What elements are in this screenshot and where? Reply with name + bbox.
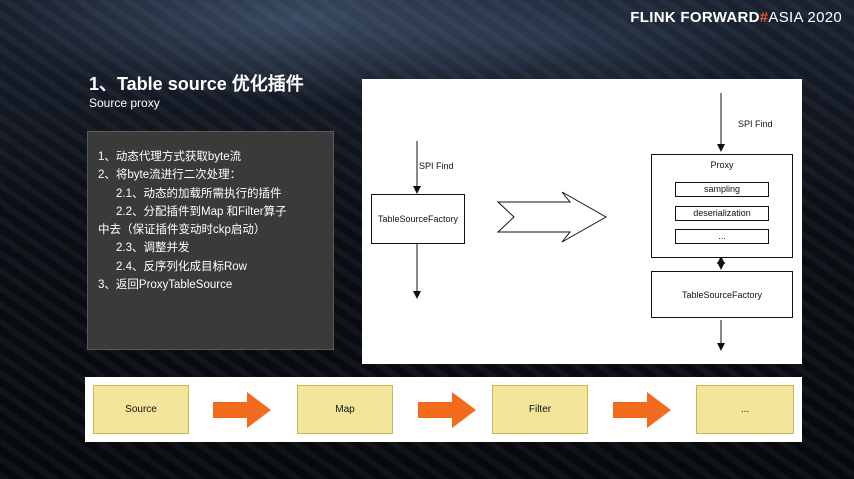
proxy-item-ellipsis: ... [675,229,769,244]
slide-subtitle: Source proxy [89,96,160,110]
left-factory-box: TableSourceFactory [371,194,465,244]
diagram-connectors [413,93,725,351]
brand-hash: # [759,9,769,26]
step-line: 3、返回ProxyTableSource [98,279,233,292]
pipeline-arrow [213,392,271,428]
step-line: 1、动态代理方式获取byte流 [98,151,242,163]
pipeline-stage-ellipsis: ... [696,385,794,434]
pipeline-stage-filter: Filter [492,385,588,434]
transform-arrow [496,191,608,243]
proxy-item-deserialization: deserialization [675,206,769,221]
step-line: 中去（保证插件变动时ckp启动） [98,224,266,237]
architecture-diagram: SPI Find TableSourceFactory SPI Find Pro… [362,79,802,364]
pipeline-stage-source: Source [93,385,189,434]
proxy-item-sampling: sampling [675,182,769,197]
brand-part1: FLINK FORWARD [630,9,760,26]
pipeline-strip: Source Map Filter ... [85,377,802,442]
proxy-label: Proxy [710,160,734,170]
step-line: 2.4、反序列化成目标Row [116,260,247,273]
step-line: 2.2、分配插件到Map 和Filter算子 [116,205,287,218]
pipeline-arrow [418,392,476,428]
right-spi-label: SPI Find [738,119,773,129]
right-factory-box: TableSourceFactory [651,271,793,318]
step-line: 2.1、动态的加载所需执行的插件 [116,187,282,200]
brand-part2: ASIA 2020 [768,9,842,26]
step-line: 2、将byte流进行二次处理： [98,169,242,182]
left-spi-label: SPI Find [419,161,454,171]
pipeline-stage-map: Map [297,385,393,434]
step-line: 2.3、调整并发 [116,242,190,255]
brand-logo: FLINK FORWARD#ASIA 2020 [630,9,842,26]
pipeline-arrow [613,392,671,428]
slide-title: 1、Table source 优化插件 [89,74,304,94]
steps-panel: 1、动态代理方式获取byte流 2、将byte流进行二次处理： 2.1、动态的加… [87,131,334,350]
